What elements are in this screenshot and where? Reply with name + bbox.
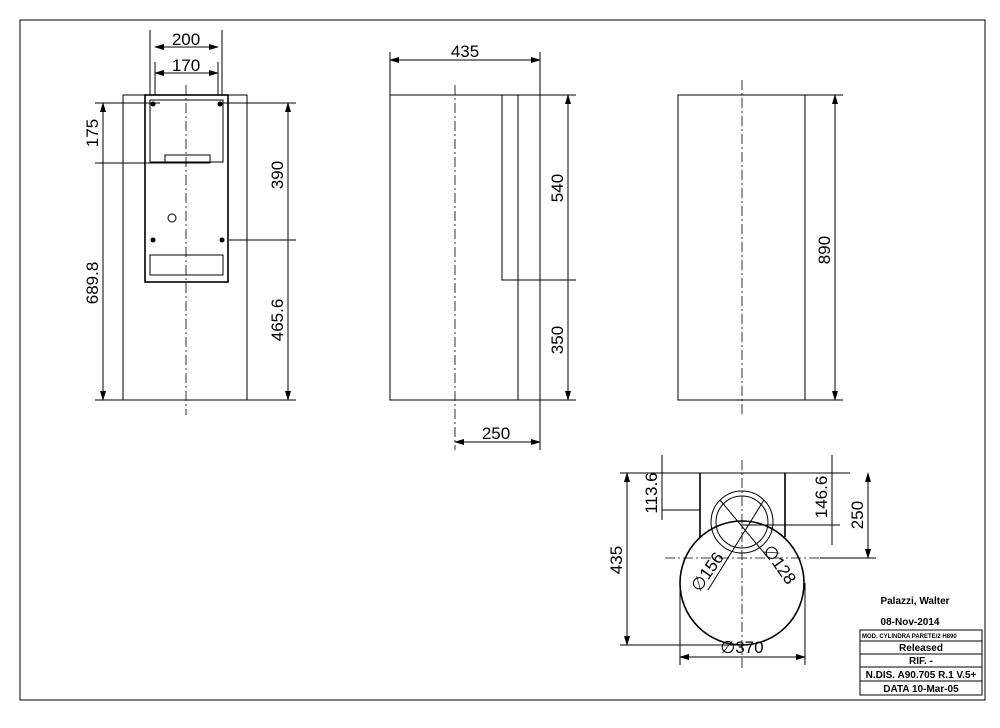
- dim-175: 175: [83, 119, 102, 147]
- dim-390: 390: [268, 161, 287, 189]
- dim-890: 890: [815, 236, 834, 264]
- top-view: [620, 455, 876, 670]
- dim-350: 350: [548, 326, 567, 354]
- dim-dia-370: ∅370: [720, 638, 763, 657]
- dim-250-side: 250: [482, 424, 510, 443]
- back-view: [677, 80, 843, 415]
- dim-435-side: 435: [451, 42, 479, 61]
- model-name: MOD. CYLINDRA PARETE/2 H890: [862, 634, 957, 640]
- dim-146-6: 146.6: [812, 476, 831, 519]
- drawing-number: N.DIS. A90.705 R.1 V.5+: [866, 670, 977, 681]
- dim-689-8: 689.8: [83, 262, 102, 305]
- title-block: [859, 20, 986, 700]
- author: Palazzi, Walter: [880, 596, 949, 607]
- dim-435-top: 435: [607, 546, 626, 574]
- dim-250-top: 250: [848, 501, 867, 529]
- dim-113-6: 113.6: [642, 472, 661, 513]
- dim-dia-156: ∅156: [687, 549, 727, 595]
- dim-540: 540: [548, 174, 567, 202]
- date-created: 08-Nov-2014: [881, 617, 940, 628]
- front-view: [95, 30, 296, 415]
- dim-465-6: 465.6: [268, 299, 287, 342]
- side-view: [389, 52, 576, 450]
- date: DATA 10-Mar-05: [883, 684, 959, 695]
- dim-200: 200: [172, 30, 200, 49]
- reference: RIF. -: [909, 656, 933, 667]
- dim-170: 170: [172, 56, 200, 75]
- status: Released: [899, 643, 943, 654]
